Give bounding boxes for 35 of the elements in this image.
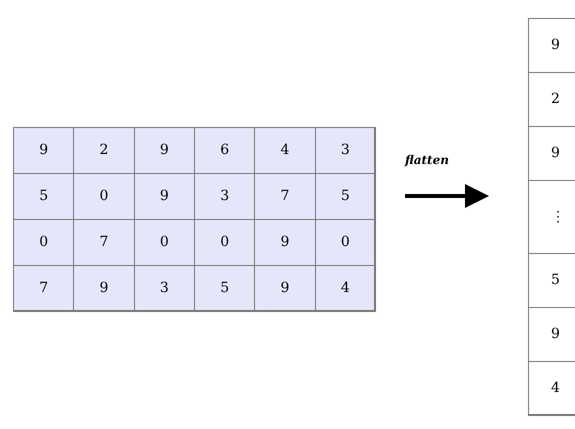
cell-value: 0 — [220, 233, 230, 252]
cell-value: 5 — [220, 279, 230, 298]
cell-value: 9 — [160, 141, 169, 160]
cell-value: 9 — [551, 325, 560, 344]
cell-value: 0 — [100, 187, 108, 206]
cell-value: 2 — [100, 141, 108, 160]
arrow — [405, 184, 489, 208]
cell-value: 7 — [100, 233, 108, 252]
cell-value: 9 — [280, 279, 290, 298]
cell-value: 4 — [340, 279, 350, 298]
cell-value: 5 — [551, 271, 560, 290]
cell-value: 3 — [340, 141, 350, 160]
vector-column — [528, 18, 575, 415]
cell-value: ⋮ — [551, 208, 565, 226]
cell-value: 0 — [340, 233, 350, 252]
cell-value: 5 — [340, 187, 350, 206]
cell-value: 7 — [280, 187, 290, 206]
cell-value: 9 — [39, 141, 48, 160]
cell-value: 0 — [160, 233, 169, 252]
cell-value: 9 — [280, 233, 290, 252]
cell-value: 6 — [220, 141, 230, 160]
cell-value: 2 — [551, 90, 560, 109]
cell-value: 4 — [551, 379, 560, 398]
cell-value: 3 — [160, 279, 169, 298]
cell-value: 5 — [39, 187, 48, 206]
cell-value: 9 — [100, 279, 108, 298]
cell-value: 3 — [220, 187, 230, 206]
cell-value: 0 — [39, 233, 48, 252]
matrix-grid — [13, 127, 375, 311]
cell-value: 7 — [39, 279, 48, 298]
cell-value: 9 — [551, 36, 560, 55]
cell-value: 9 — [160, 187, 169, 206]
cell-value: 9 — [551, 144, 560, 163]
cell-value: 4 — [280, 141, 290, 160]
edge-label: flatten — [405, 152, 449, 169]
